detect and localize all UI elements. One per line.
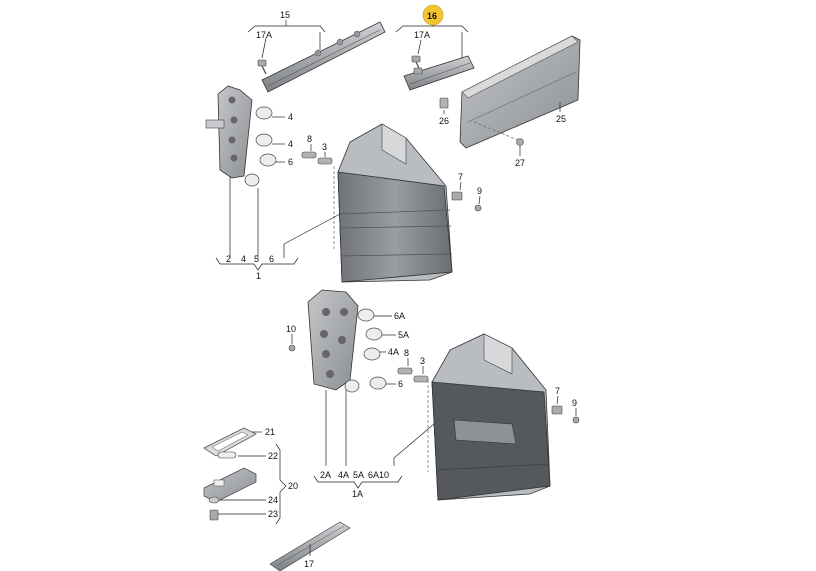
label-4-bottom: 4 — [241, 254, 246, 264]
screw-23 — [209, 509, 219, 521]
label-6A: 6A — [394, 311, 405, 321]
label-22: 22 — [268, 451, 278, 461]
screws-8-3-upper — [301, 151, 333, 165]
screw-27 — [516, 138, 524, 146]
label-10: 10 — [286, 324, 296, 334]
bulbs-lower — [344, 308, 387, 393]
bulb-22 — [217, 451, 237, 459]
label-1: 1 — [256, 271, 261, 281]
label-2: 2 — [226, 254, 231, 264]
tail-light-housing-lower — [431, 333, 551, 501]
label-17A-right: 17A — [414, 30, 430, 40]
label-6-upper: 6 — [288, 157, 293, 167]
screw-17A-right — [411, 55, 423, 75]
label-4A: 4A — [388, 347, 399, 357]
screws-8-3-lower — [397, 367, 429, 383]
label-5A: 5A — [398, 330, 409, 340]
label-4-upper-b: 4 — [288, 139, 293, 149]
label-2A: 2A — [320, 470, 331, 480]
cover-panel-25 — [459, 35, 581, 149]
label-15: 15 — [280, 10, 290, 20]
bulb-carrier-2 — [205, 85, 253, 179]
label-9-upper: 9 — [477, 186, 482, 196]
screw-17A-left — [257, 59, 267, 75]
label-26: 26 — [439, 116, 449, 126]
label-24: 24 — [268, 495, 278, 505]
label-4A-bottom: 4A — [338, 470, 349, 480]
third-brake-light-15 — [261, 21, 386, 93]
label-20: 20 — [288, 481, 298, 491]
label-27: 27 — [515, 158, 525, 168]
seal-21 — [203, 427, 257, 457]
label-5: 5 — [254, 254, 259, 264]
bulbs-upper — [244, 106, 277, 187]
label-3-upper: 3 — [322, 142, 327, 152]
label-6A10: 6A10 — [368, 470, 389, 480]
label-3-lower: 3 — [420, 356, 425, 366]
bulb-carrier-2A — [307, 289, 359, 391]
screws-7-9-upper — [451, 191, 482, 212]
label-6-lower: 6 — [398, 379, 403, 389]
label-8-lower: 8 — [404, 348, 409, 358]
label-6-bottom: 6 — [269, 254, 274, 264]
label-23: 23 — [268, 509, 278, 519]
screw-10 — [288, 344, 296, 352]
tail-light-housing-upper — [337, 123, 453, 283]
screws-7-9-lower — [551, 405, 580, 424]
label-21: 21 — [265, 427, 275, 437]
label-5A-bottom: 5A — [353, 470, 364, 480]
label-7-lower: 7 — [555, 386, 560, 396]
clip-26 — [439, 97, 449, 109]
washer-24 — [208, 496, 220, 504]
label-9-lower: 9 — [572, 398, 577, 408]
label-17A-left: 17A — [256, 30, 272, 40]
label-25: 25 — [556, 114, 566, 124]
label-7-upper: 7 — [458, 172, 463, 182]
label-1A: 1A — [352, 489, 363, 499]
label-8-upper: 8 — [307, 134, 312, 144]
reflector-16 — [403, 55, 475, 91]
label-4-upper-a: 4 — [288, 112, 293, 122]
label-16: 16 — [427, 11, 437, 21]
label-17: 17 — [304, 559, 314, 569]
lamp-housing-20 — [203, 467, 257, 503]
